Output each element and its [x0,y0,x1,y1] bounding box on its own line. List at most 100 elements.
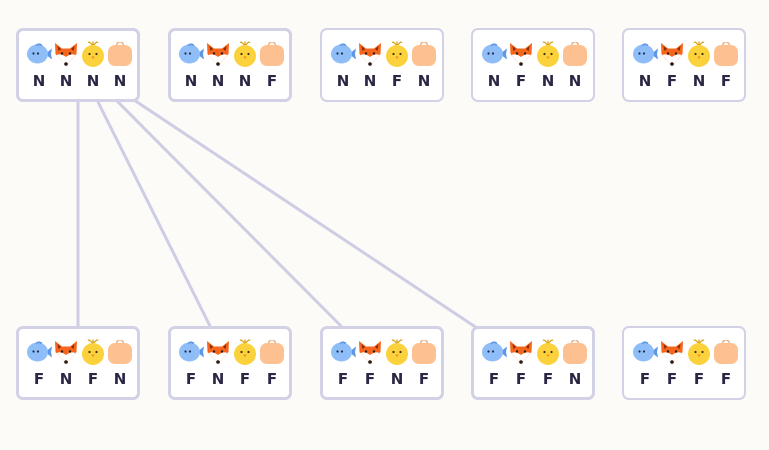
side-label-fox: N [363,72,377,90]
fox-icon [359,341,381,364]
side-label-chick: F [693,370,705,388]
side-label-fox: F [666,72,678,90]
fish-icon [482,341,507,362]
character-row [624,40,744,68]
chick-icon [688,339,710,365]
sack-icon [412,339,436,364]
side-label-sack: N [113,370,127,388]
chick-icon [386,339,408,365]
side-label-fish: F [488,370,500,388]
chick-icon [234,41,256,67]
fish-icon [633,341,658,362]
chick-icon [82,41,104,67]
chick-icon [234,339,256,365]
fish-icon [179,43,204,64]
fox-icon [207,43,229,66]
side-label-chick: F [391,72,403,90]
character-row [171,40,289,68]
side-label-sack: N [568,370,582,388]
side-label-fox: N [59,72,73,90]
fox-icon [661,341,683,364]
character-row [19,40,137,68]
side-label-sack: F [418,370,430,388]
sack-icon [108,41,132,66]
sack-icon [563,41,587,66]
character-row [474,338,592,366]
side-label-fox: N [59,370,73,388]
side-label-chick: N [541,72,555,90]
side-label-fox: F [515,370,527,388]
side-label-sack: N [568,72,582,90]
fish-icon [633,43,658,64]
fish-icon [27,341,52,362]
side-label-chick: N [692,72,706,90]
fish-icon [331,341,356,362]
fish-icon [482,43,507,64]
side-label-fox: F [515,72,527,90]
sack-icon [260,339,284,364]
character-row [19,338,137,366]
sack-icon [714,41,738,66]
side-label-sack: F [720,370,732,388]
chick-icon [537,41,559,67]
sack-icon [412,41,436,66]
edge-nnnn-fnff [95,98,213,330]
side-label-sack: F [266,370,278,388]
side-label-sack: F [720,72,732,90]
fox-icon [55,341,77,364]
side-label-fish: N [336,72,350,90]
side-label-fox: F [364,370,376,388]
side-label-fish: F [33,370,45,388]
sack-icon [260,41,284,66]
sack-icon [563,339,587,364]
side-label-fox: F [666,370,678,388]
side-label-sack: N [113,72,127,90]
fish-icon [27,43,52,64]
side-label-fish: F [639,370,651,388]
edge-nnnn-ffnf [114,98,345,330]
fish-icon [331,43,356,64]
fox-icon [207,341,229,364]
side-label-chick: N [86,72,100,90]
chick-icon [82,339,104,365]
edge-nnnn-fffn [132,98,479,330]
side-label-chick: N [238,72,252,90]
side-label-fish: N [32,72,46,90]
chick-icon [537,339,559,365]
fox-icon [510,43,532,66]
side-label-chick: F [542,370,554,388]
sack-icon [714,339,738,364]
sack-icon [108,339,132,364]
side-label-fox: N [211,72,225,90]
side-label-chick: F [239,370,251,388]
side-label-fish: N [487,72,501,90]
chick-icon [386,41,408,67]
character-row [322,40,442,68]
side-label-fish: N [184,72,198,90]
side-label-fish: F [185,370,197,388]
fox-icon [55,43,77,66]
side-label-sack: N [417,72,431,90]
character-row [624,338,744,366]
character-row [171,338,289,366]
fox-icon [661,43,683,66]
side-label-fox: N [211,370,225,388]
side-label-fish: F [337,370,349,388]
side-label-chick: N [390,370,404,388]
character-row [323,338,441,366]
chick-icon [688,41,710,67]
side-label-chick: F [87,370,99,388]
side-label-fish: N [638,72,652,90]
fox-icon [510,341,532,364]
